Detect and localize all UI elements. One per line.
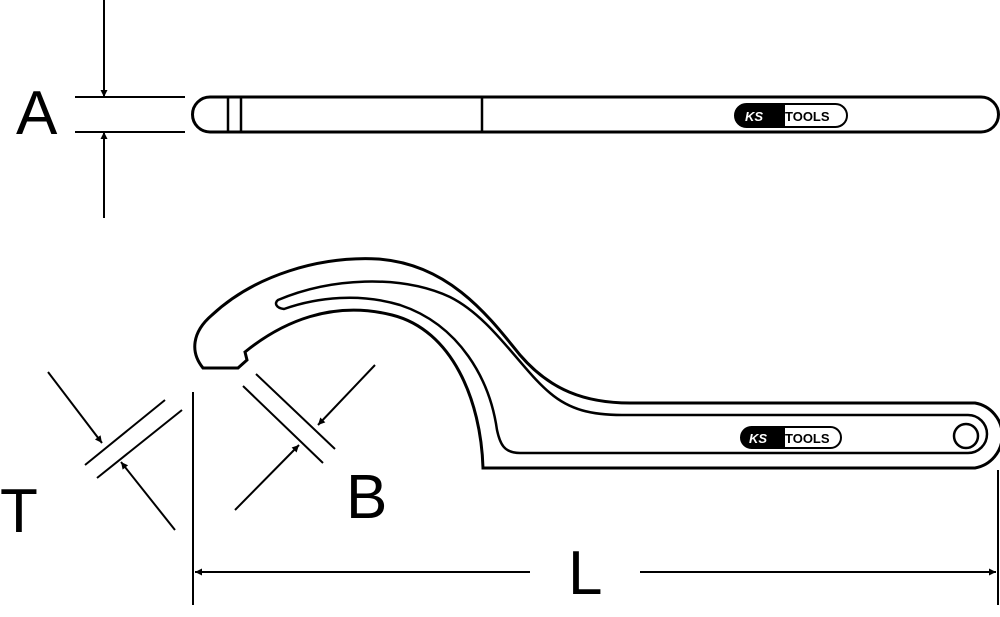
ks-tools-logo-top: KS TOOLS <box>734 103 848 128</box>
dimension-b <box>234 364 376 511</box>
label-t: T <box>0 477 38 546</box>
svg-text:TOOLS: TOOLS <box>785 109 830 124</box>
label-a: A <box>16 79 58 148</box>
dimension-a <box>75 0 185 218</box>
svg-text:KS: KS <box>745 109 763 124</box>
wrench-outline <box>193 257 1000 470</box>
label-b: B <box>346 463 387 532</box>
ks-tools-logo-handle: KS TOOLS <box>740 426 842 449</box>
wrench-side-view <box>191 95 1000 134</box>
hanging-hole <box>952 422 980 450</box>
dimension-l <box>192 392 999 605</box>
dimension-t <box>47 371 183 531</box>
label-l: L <box>568 539 602 608</box>
svg-text:KS: KS <box>749 431 767 446</box>
svg-text:TOOLS: TOOLS <box>785 431 830 446</box>
wrench-groove <box>274 280 989 455</box>
